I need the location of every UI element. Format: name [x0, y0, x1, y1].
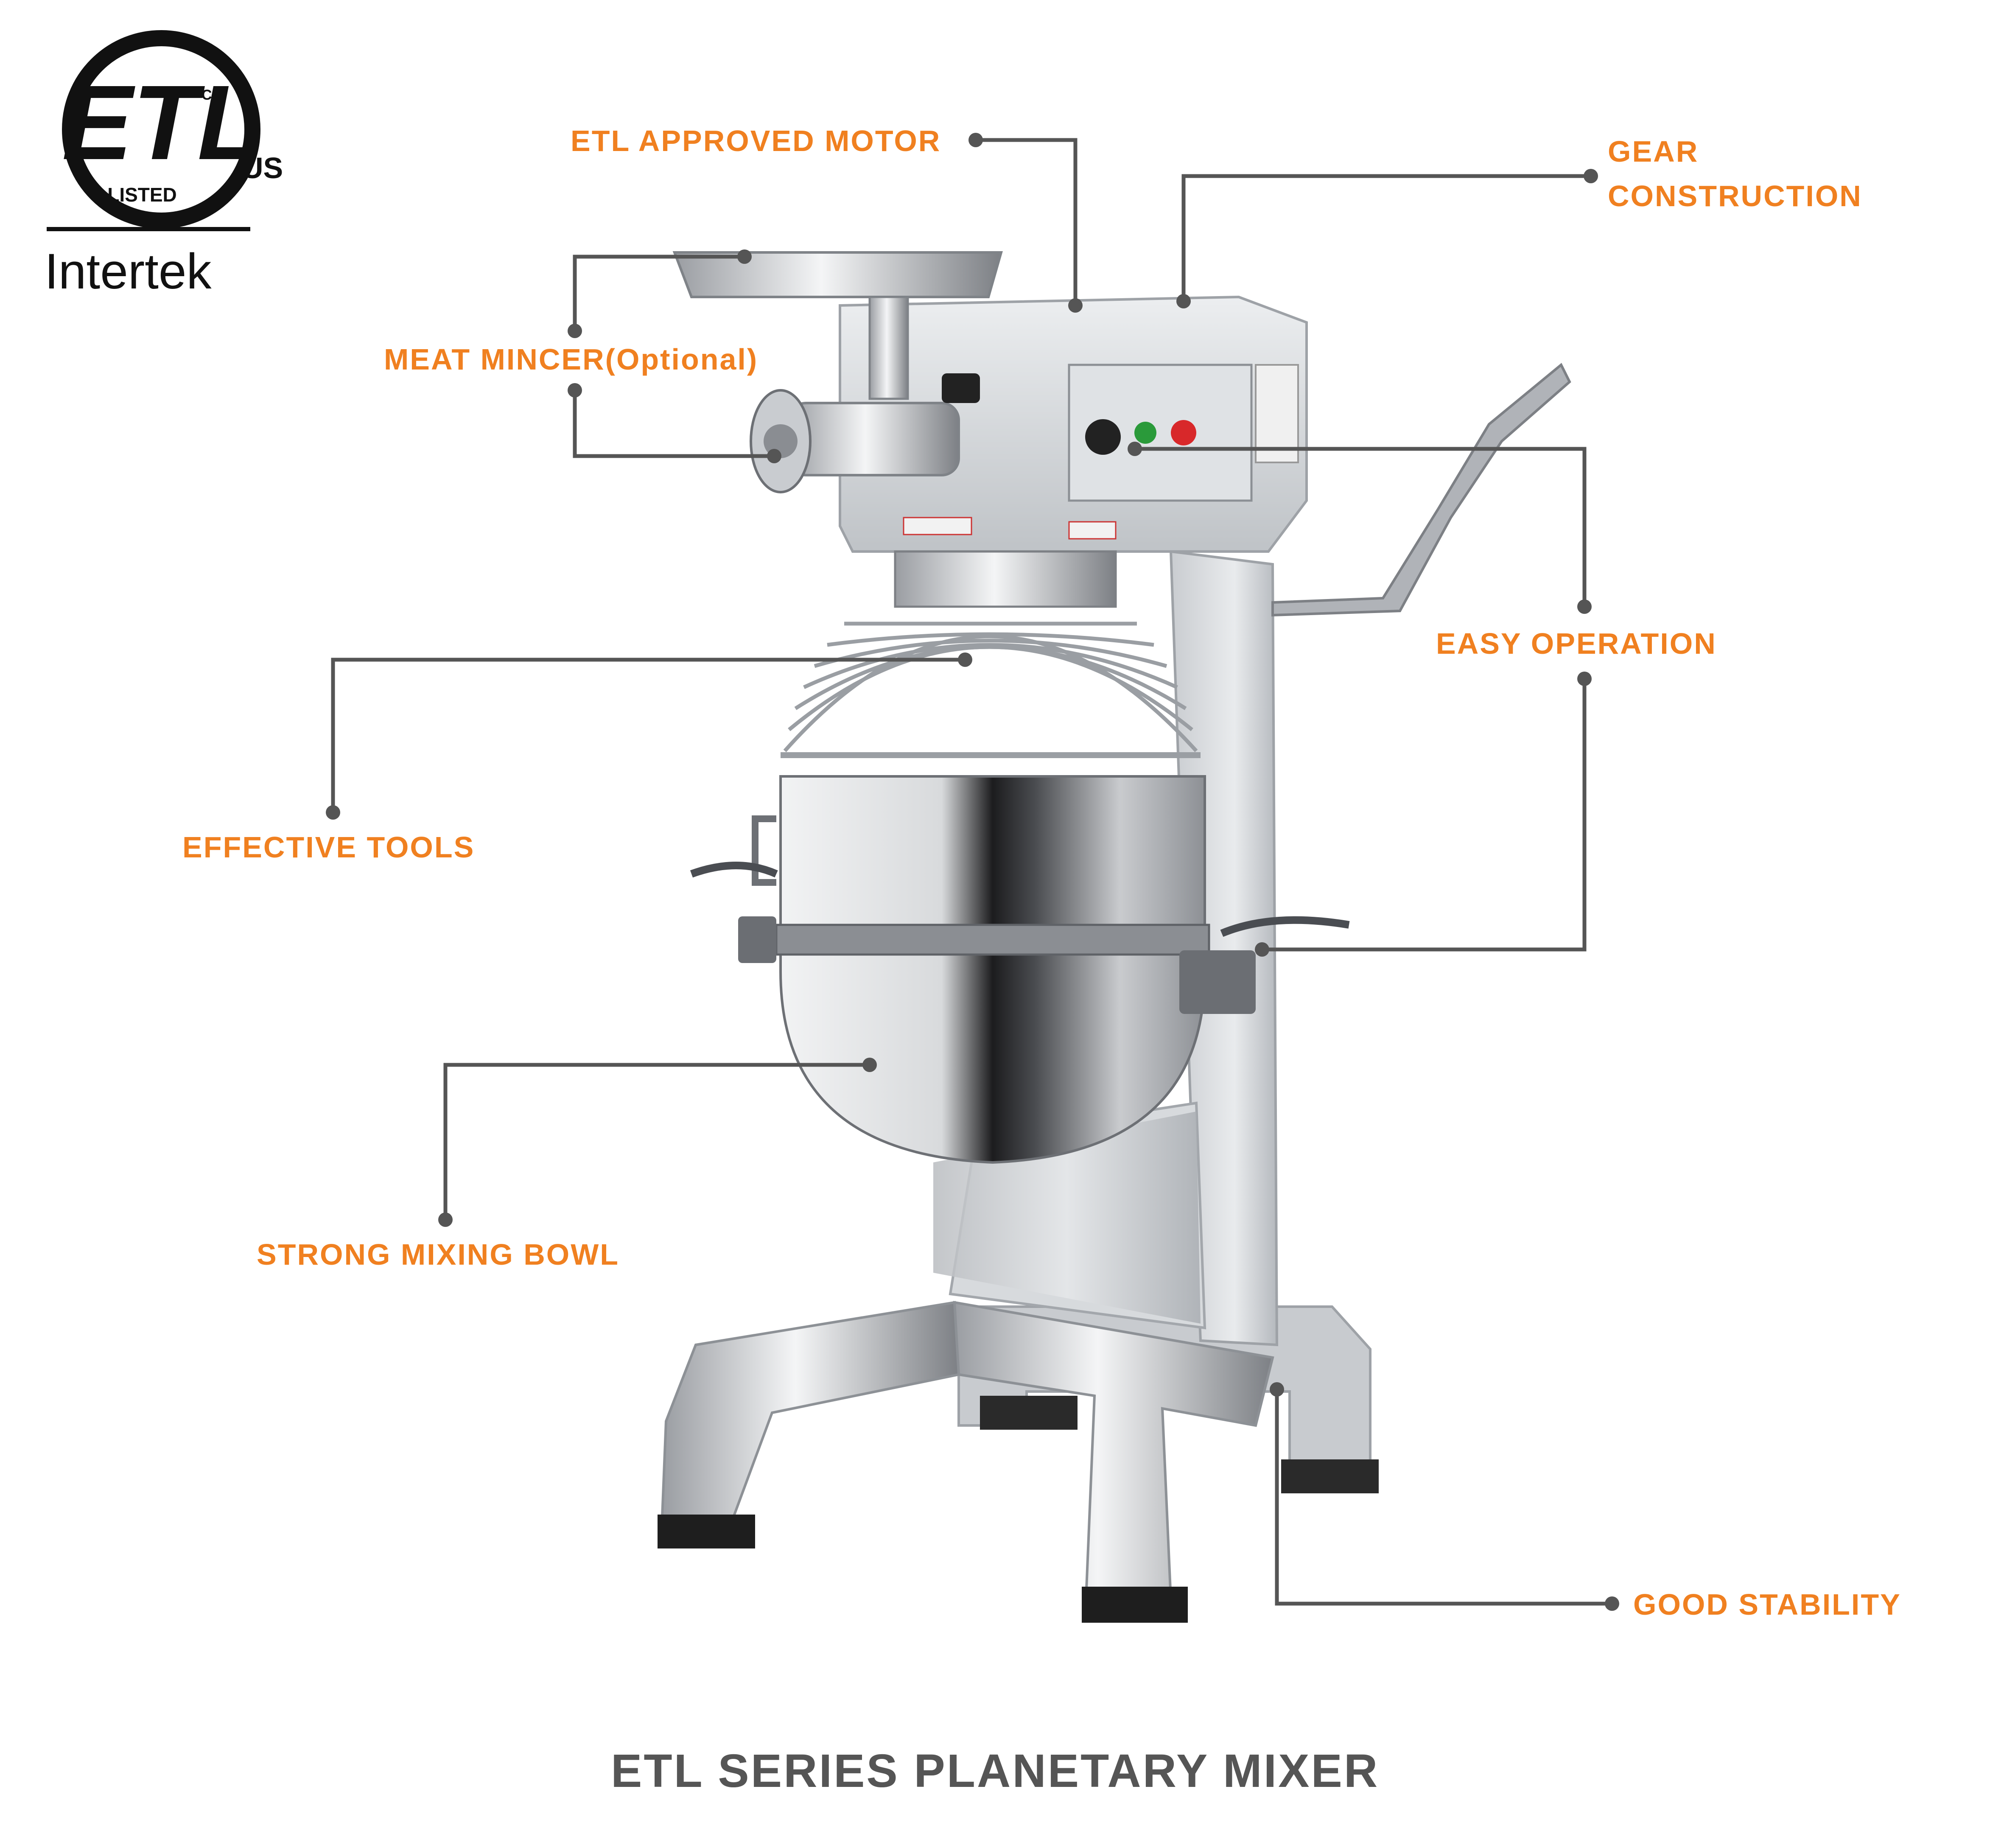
label-easy-operation: EASY OPERATION	[1436, 627, 1717, 660]
mincer-knob	[942, 373, 980, 403]
listed-text: LISTED	[107, 184, 177, 206]
dot-tools-label	[326, 805, 340, 820]
dot-bowl-lock	[1255, 942, 1269, 957]
dot-etl-motor	[1068, 298, 1083, 313]
dot-base	[1270, 1382, 1284, 1397]
dot-bowl	[862, 1058, 877, 1072]
label-etl-approved-motor: ETL APPROVED MOTOR	[571, 124, 941, 157]
dot-easy-top	[1577, 599, 1592, 614]
etl-listed-logo: ETL CM LISTED US Intertek	[45, 30, 283, 300]
rear-left-foot	[980, 1396, 1078, 1430]
label-gear-line2: CONSTRUCTION	[1608, 179, 1862, 213]
intertek-text: Intertek	[45, 244, 212, 300]
leader-mincer-top	[573, 255, 745, 331]
dot-mincer-label-bottom	[568, 383, 582, 398]
mixer-head	[839, 295, 1308, 553]
lift-handle	[1271, 363, 1571, 617]
front-right-foot	[1082, 1587, 1188, 1623]
label-gear-line1: GEAR	[1608, 135, 1699, 168]
dot-bowl-label	[438, 1212, 453, 1227]
us-text: US	[242, 151, 283, 185]
mixing-bowl	[690, 775, 1350, 1164]
safety-guard	[781, 622, 1201, 758]
bowl-lift-and-arms	[894, 363, 1571, 617]
dot-guard	[958, 652, 972, 667]
dot-mincer-tray	[737, 249, 752, 264]
stop-button	[1171, 420, 1196, 445]
dot-controls	[1128, 442, 1142, 456]
front-left-foot	[658, 1515, 755, 1548]
dot-etl-motor-end	[968, 133, 983, 147]
mixer-base	[658, 1301, 1379, 1623]
diagram-caption: ETL SERIES PLANETARY MIXER	[611, 1745, 1380, 1797]
dot-mincer-head	[767, 449, 781, 463]
leader-mincer-bottom	[573, 390, 774, 458]
leader-tools	[331, 658, 965, 812]
mincer-tray	[672, 251, 1003, 298]
leader-easy-top	[1135, 447, 1587, 607]
dot-gear	[1176, 294, 1191, 308]
rear-right-foot	[1281, 1459, 1379, 1493]
timer-knob	[1085, 419, 1121, 455]
meat-mincer-attachment	[672, 251, 1003, 493]
dot-easy-bottom	[1577, 672, 1592, 686]
label-good-stability: GOOD STABILITY	[1633, 1588, 1901, 1621]
dot-gear-end	[1584, 169, 1598, 183]
cm-mark-text: CM	[202, 87, 224, 103]
warning-label	[1255, 364, 1299, 463]
label-effective-tools: EFFECTIVE TOOLS	[182, 831, 475, 864]
label-strong-mixing-bowl: STRONG MIXING BOWL	[257, 1238, 620, 1271]
start-button	[1134, 422, 1156, 444]
planetary-hub	[894, 550, 1117, 608]
etl-mark-text: ETL	[62, 63, 262, 182]
logo-divider	[47, 227, 250, 231]
leader-bowl	[443, 1063, 870, 1220]
leader-stability	[1275, 1389, 1612, 1606]
dot-stability-label	[1605, 1596, 1619, 1611]
leader-gear	[1181, 174, 1591, 301]
label-meat-mincer: MEAT MINCER(Optional)	[384, 343, 758, 376]
leader-etl-motor	[976, 138, 1078, 305]
dot-mincer-label-top	[568, 324, 582, 338]
bowl-band	[775, 924, 1210, 956]
leader-easy-bottom	[1262, 679, 1587, 952]
